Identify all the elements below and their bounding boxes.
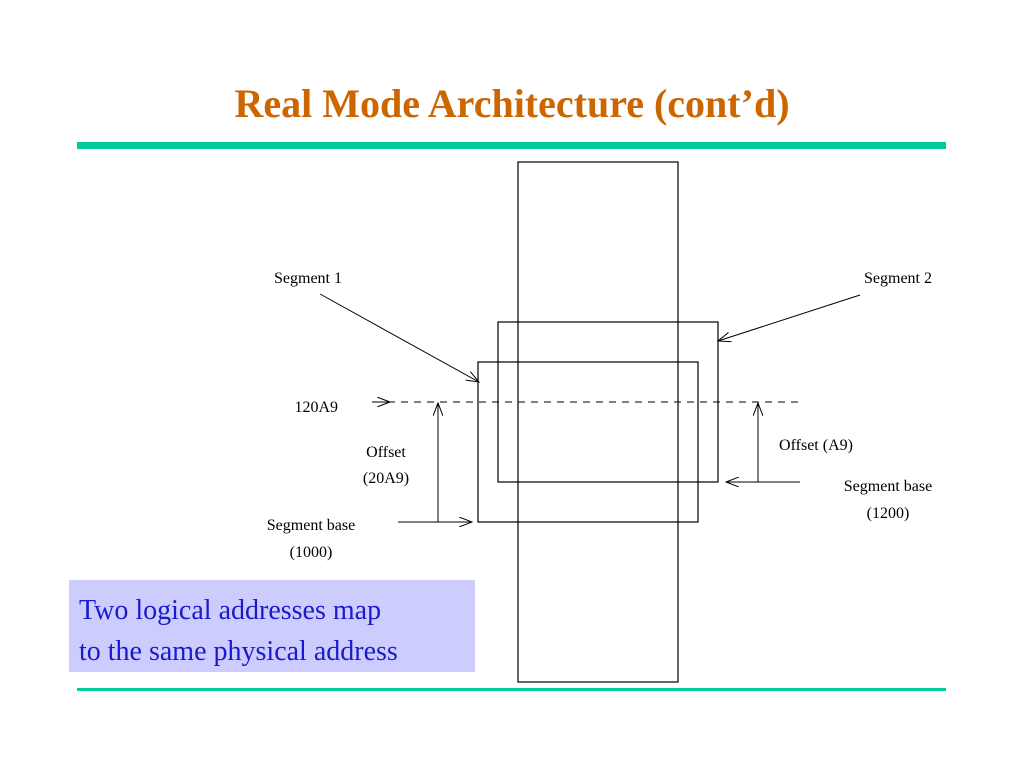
physical-memory-column (517, 161, 679, 683)
caption-line-1: Two logical addresses map (79, 595, 382, 626)
offset-1-value: (20A9) (363, 470, 409, 487)
physical-address-label: 120A9 (294, 399, 338, 416)
caption-box: Two logical addresses map to the same ph… (69, 580, 475, 672)
segment-1-box (477, 361, 699, 523)
offset-2-label: Offset (A9) (779, 437, 853, 454)
slide-title: Real Mode Architecture (cont’d) (234, 81, 790, 126)
segment-base-1-value: (1000) (290, 544, 333, 561)
segment-2-label: Segment 2 (864, 270, 932, 287)
segment-base-2-label: Segment base (844, 478, 932, 495)
bottom-divider (77, 688, 946, 691)
top-divider (77, 142, 946, 149)
segment-1-pointer-arrow (319, 293, 479, 382)
segment-1-label: Segment 1 (274, 270, 342, 287)
segment-base-2-value: (1200) (867, 505, 910, 522)
offset-1-label: Offset (366, 444, 406, 461)
segment-2-pointer-arrow (718, 294, 861, 341)
segment-base-1-label: Segment base (267, 517, 355, 534)
caption-line-2: to the same physical address (79, 636, 398, 667)
